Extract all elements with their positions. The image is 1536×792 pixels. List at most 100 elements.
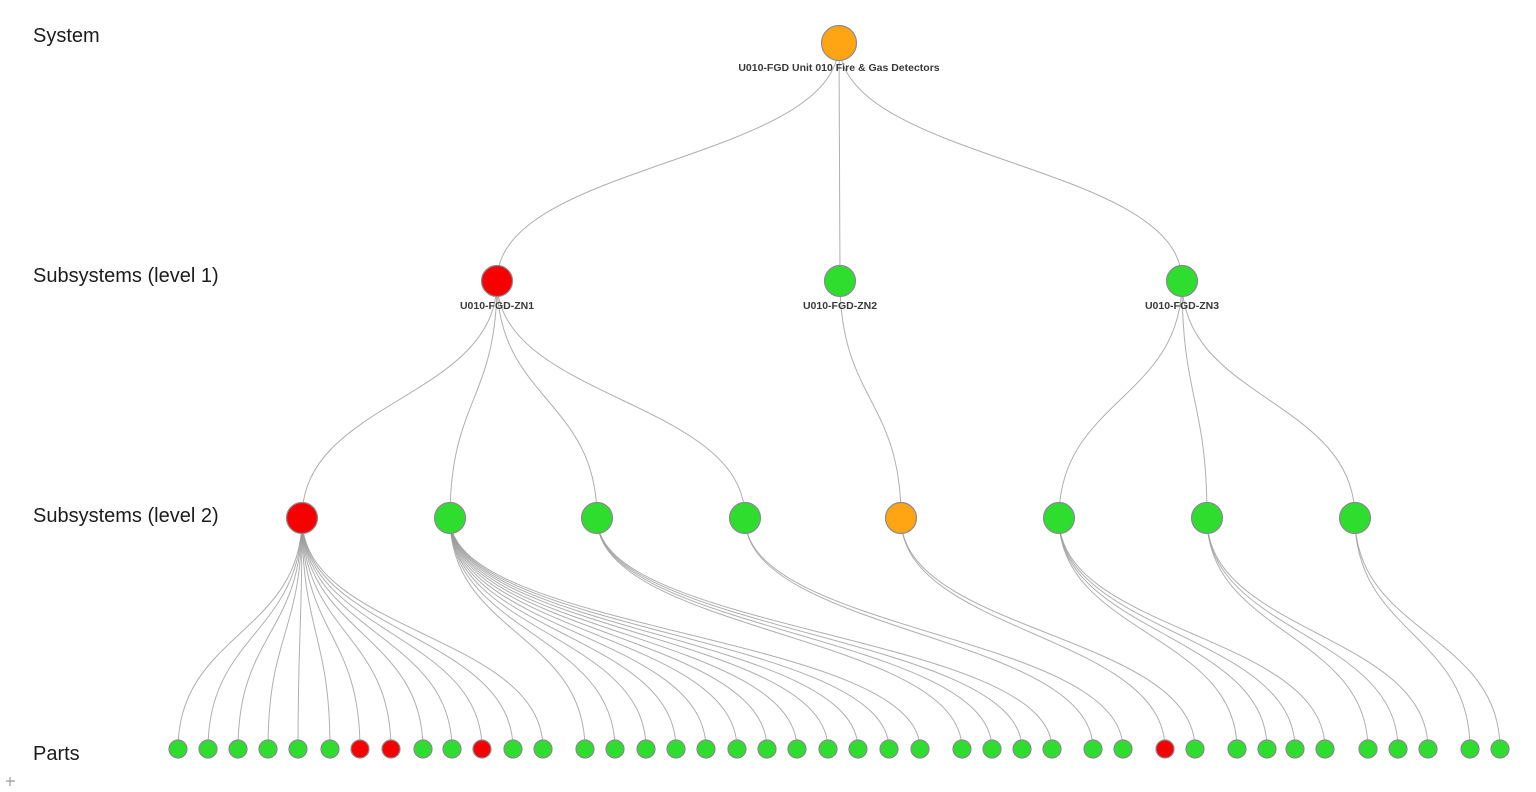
tree-edge — [297, 517, 303, 750]
part-node[interactable] — [1285, 739, 1305, 759]
part-node[interactable] — [1042, 739, 1062, 759]
row-label-system: System — [33, 25, 100, 47]
part-node[interactable] — [818, 739, 838, 759]
part-node[interactable] — [575, 739, 595, 759]
part-node[interactable] — [787, 739, 807, 759]
part-node[interactable] — [696, 739, 716, 759]
part-node[interactable] — [413, 739, 433, 759]
part-node[interactable] — [1460, 739, 1480, 759]
tree-edge — [449, 517, 738, 750]
tree-edge — [900, 517, 1166, 750]
tree-edge — [1206, 517, 1429, 750]
tree-edge — [496, 280, 598, 519]
part-node[interactable] — [258, 739, 278, 759]
subsystem2-node-s8[interactable] — [1338, 501, 1372, 535]
graph-node-labels: U010-FGD Unit 010 Fire & Gas DetectorsU0… — [460, 62, 1219, 312]
part-node[interactable] — [1155, 739, 1175, 759]
subsystem1-node-zn1[interactable] — [480, 264, 514, 298]
tree-edge — [596, 517, 963, 750]
tree-edge — [1206, 517, 1399, 750]
part-node[interactable] — [1113, 739, 1133, 759]
tree-edge — [1058, 517, 1268, 750]
tree-edge — [449, 517, 829, 750]
part-node[interactable] — [952, 739, 972, 759]
tree-edge — [1058, 517, 1238, 750]
part-node[interactable] — [1388, 739, 1408, 759]
part-node[interactable] — [1012, 739, 1032, 759]
subsystem2-node-s4[interactable] — [728, 501, 762, 535]
part-node[interactable] — [1418, 739, 1438, 759]
tree-edge — [449, 517, 798, 750]
tree-edge — [301, 517, 331, 750]
subsystem1-node-label: U010-FGD-ZN3 — [1145, 300, 1219, 312]
subsystem2-node-s1[interactable] — [285, 501, 319, 535]
tree-edge — [449, 517, 677, 750]
subsystem1-node-zn3[interactable] — [1165, 264, 1199, 298]
tree-edge — [449, 517, 647, 750]
part-node[interactable] — [442, 739, 462, 759]
part-node[interactable] — [198, 739, 218, 759]
part-node[interactable] — [666, 739, 686, 759]
part-node[interactable] — [320, 739, 340, 759]
part-node[interactable] — [1185, 739, 1205, 759]
system-node-label: U010-FGD Unit 010 Fire & Gas Detectors — [738, 62, 939, 74]
tree-edge — [1058, 280, 1183, 519]
part-node[interactable] — [168, 739, 188, 759]
tree-edge — [1181, 280, 1356, 519]
part-node[interactable] — [381, 739, 401, 759]
part-node[interactable] — [503, 739, 523, 759]
part-node[interactable] — [1315, 739, 1335, 759]
part-node[interactable] — [1083, 739, 1103, 759]
tree-edge — [1058, 517, 1326, 750]
graph-edges — [177, 42, 1501, 750]
subsystem1-node-label: U010-FGD-ZN1 — [460, 300, 534, 312]
subsystem2-node-s5[interactable] — [884, 501, 918, 535]
tree-edge — [1354, 517, 1471, 750]
tree-edge — [744, 517, 1124, 750]
part-node[interactable] — [1358, 739, 1378, 759]
tree-edge — [301, 517, 483, 750]
tree-edge — [596, 517, 1053, 750]
part-node[interactable] — [472, 739, 492, 759]
tree-edge — [237, 517, 303, 750]
part-node[interactable] — [288, 739, 308, 759]
part-node[interactable] — [1227, 739, 1247, 759]
tree-edge — [1181, 280, 1208, 519]
part-node[interactable] — [727, 739, 747, 759]
part-node[interactable] — [879, 739, 899, 759]
tree-edge — [838, 42, 841, 282]
part-node[interactable] — [1257, 739, 1277, 759]
tree-edge — [1354, 517, 1501, 750]
part-node[interactable] — [228, 739, 248, 759]
part-node[interactable] — [636, 739, 656, 759]
subsystem2-node-s6[interactable] — [1042, 501, 1076, 535]
part-node[interactable] — [605, 739, 625, 759]
tree-edge — [596, 517, 1023, 750]
subsystem2-node-s2[interactable] — [433, 501, 467, 535]
tree-edge — [301, 517, 424, 750]
tree-edge — [900, 517, 1196, 750]
tree-edge — [449, 517, 616, 750]
part-node[interactable] — [350, 739, 370, 759]
subsystem2-node-s3[interactable] — [580, 501, 614, 535]
subsystem2-node-s7[interactable] — [1190, 501, 1224, 535]
part-node[interactable] — [848, 739, 868, 759]
tree-edge — [449, 517, 768, 750]
tree-edge — [1058, 517, 1296, 750]
system-node[interactable] — [820, 24, 858, 62]
tree-edge — [1206, 517, 1369, 750]
row-label-subsystems-level2: Subsystems (level 2) — [33, 505, 219, 527]
tree-edge — [301, 517, 392, 750]
tree-edge — [449, 280, 498, 519]
tree-edge — [301, 517, 544, 750]
tree-edge — [596, 517, 993, 750]
part-node[interactable] — [533, 739, 553, 759]
part-node[interactable] — [757, 739, 777, 759]
subsystem1-node-zn2[interactable] — [823, 264, 857, 298]
part-node[interactable] — [910, 739, 930, 759]
part-node[interactable] — [982, 739, 1002, 759]
graph-nodes — [168, 24, 1510, 759]
part-node[interactable] — [1490, 739, 1510, 759]
stray-mark — [6, 777, 15, 786]
